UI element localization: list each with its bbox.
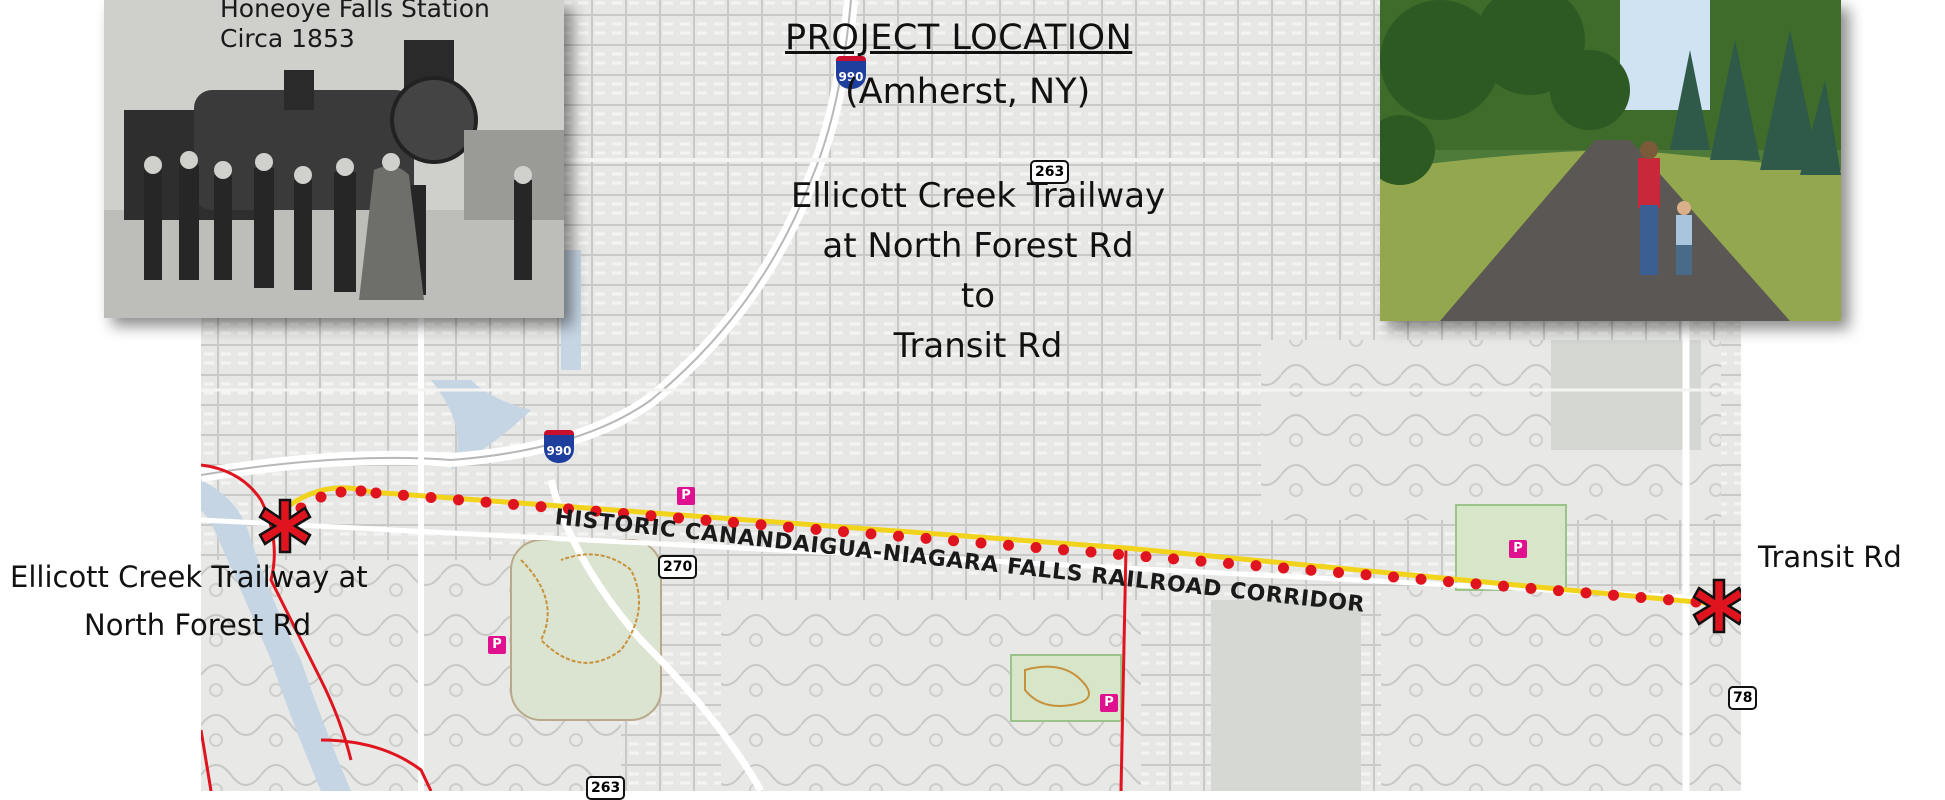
- parking-icon: P: [1100, 694, 1118, 712]
- east-endpoint-star: [1692, 578, 1741, 634]
- corridor-dot: [1608, 589, 1619, 601]
- corridor-dot: [1250, 560, 1262, 572]
- corridor-dot: [755, 519, 767, 531]
- interstate-990-shield-mid: 990: [544, 430, 574, 463]
- route-263-shield: 263: [1030, 160, 1070, 184]
- corridor-dot: [1168, 553, 1179, 565]
- corridor-dot: [1388, 571, 1399, 583]
- corridor-dot: [700, 514, 712, 526]
- corridor-dot: [1443, 576, 1454, 588]
- corridor-dot: [480, 496, 492, 508]
- corridor-dot: [1113, 548, 1124, 560]
- route-270-shield: 270: [658, 555, 698, 579]
- west-endpoint-label-line-2: North Forest Rd: [84, 608, 312, 642]
- pond: [431, 380, 531, 470]
- corridor-dot: [335, 486, 347, 498]
- corridor-dot: [1003, 539, 1014, 551]
- ellicott-creek: [201, 480, 351, 791]
- segment-line-1: Ellicott Creek Trailway: [790, 176, 1166, 216]
- corridor-dot: [838, 526, 849, 538]
- parking-icon: P: [1509, 540, 1527, 558]
- corridor-dot: [1305, 564, 1317, 576]
- corridor-dot: [1525, 582, 1537, 594]
- segment-line-3: to: [960, 276, 996, 316]
- corridor-dot: [1278, 562, 1289, 574]
- corridor-dot: [315, 491, 327, 503]
- corridor-dot: [425, 492, 437, 504]
- segment-line-4: Transit Rd: [893, 326, 1063, 366]
- corridor-dot: [1195, 555, 1207, 567]
- route-78-shield: 78: [1728, 686, 1758, 710]
- trail-rendering-photo: [1380, 0, 1841, 321]
- corridor-dot: [673, 512, 684, 524]
- photo-caption: Honeoye Falls Station Circa 1853: [220, 0, 490, 54]
- wooded-area: [1211, 600, 1361, 791]
- project-location-title: PROJECT LOCATION: [785, 18, 1133, 58]
- connector-trail: [1119, 547, 1128, 791]
- historic-train-photo: Honeoye Falls Station Circa 1853: [104, 0, 564, 318]
- project-location-subtitle: (Amherst, NY): [845, 72, 1091, 112]
- trail-path: [1440, 140, 1790, 321]
- corridor-dot: [645, 510, 657, 522]
- trail-rendering-image: [1380, 0, 1841, 321]
- caption-line-2: Circa 1853: [220, 24, 355, 53]
- corridor-dot: [1058, 544, 1069, 556]
- east-endpoint-label: Transit Rd: [1758, 540, 1902, 574]
- corridor-dot: [810, 523, 822, 535]
- park-area-east: [1455, 504, 1567, 591]
- corridor-dot: [1360, 569, 1372, 581]
- corridor-dot: [1415, 573, 1427, 585]
- corridor-dot: [355, 485, 367, 497]
- corridor-dot: [1498, 580, 1509, 592]
- parking-icon: P: [677, 487, 695, 505]
- corridor-dot: [975, 537, 987, 549]
- corridor-dot: [865, 528, 877, 540]
- corridor-dot: [1085, 546, 1097, 558]
- corridor-dot: [1553, 585, 1564, 597]
- corridor-dot: [1030, 542, 1042, 553]
- corridor-dot: [948, 535, 959, 547]
- rail-corridor-dots: [295, 485, 1702, 608]
- corridor-dot: [893, 530, 904, 542]
- interstate-990-shield-top: 990: [836, 56, 866, 89]
- west-endpoint-label-line-1: Ellicott Creek Trailway at: [10, 560, 368, 594]
- corridor-dot: [1635, 591, 1647, 603]
- corridor-dot: [508, 498, 519, 510]
- west-endpoint-star: [258, 498, 312, 554]
- corridor-dot: [535, 501, 547, 513]
- corridor-dot: [1333, 566, 1344, 578]
- corridor-dot: [783, 521, 794, 533]
- train-photo-image: [104, 0, 564, 318]
- corridor-dot: [590, 505, 602, 517]
- ellicott-creek-trail: [201, 463, 353, 761]
- corridor-dot: [453, 494, 464, 506]
- corridor-dot: [1580, 587, 1592, 599]
- corridor-dot: [1470, 578, 1482, 590]
- parking-icon: P: [488, 636, 506, 654]
- corridor-dot: [370, 487, 382, 499]
- corridor-dot: [920, 532, 932, 544]
- corridor-dot: [1223, 557, 1234, 569]
- corridor-dot: [1663, 594, 1674, 606]
- corridor-dot: [398, 489, 409, 501]
- corridor-dot: [728, 517, 739, 529]
- corridor-dot: [563, 503, 574, 515]
- caption-line-1: Honeoye Falls Station: [220, 0, 490, 23]
- corridor-dot: [1140, 551, 1152, 563]
- route-263-shield-bottom: 263: [586, 776, 626, 800]
- corridor-dot: [618, 507, 629, 519]
- segment-line-2: at North Forest Rd: [822, 226, 1134, 266]
